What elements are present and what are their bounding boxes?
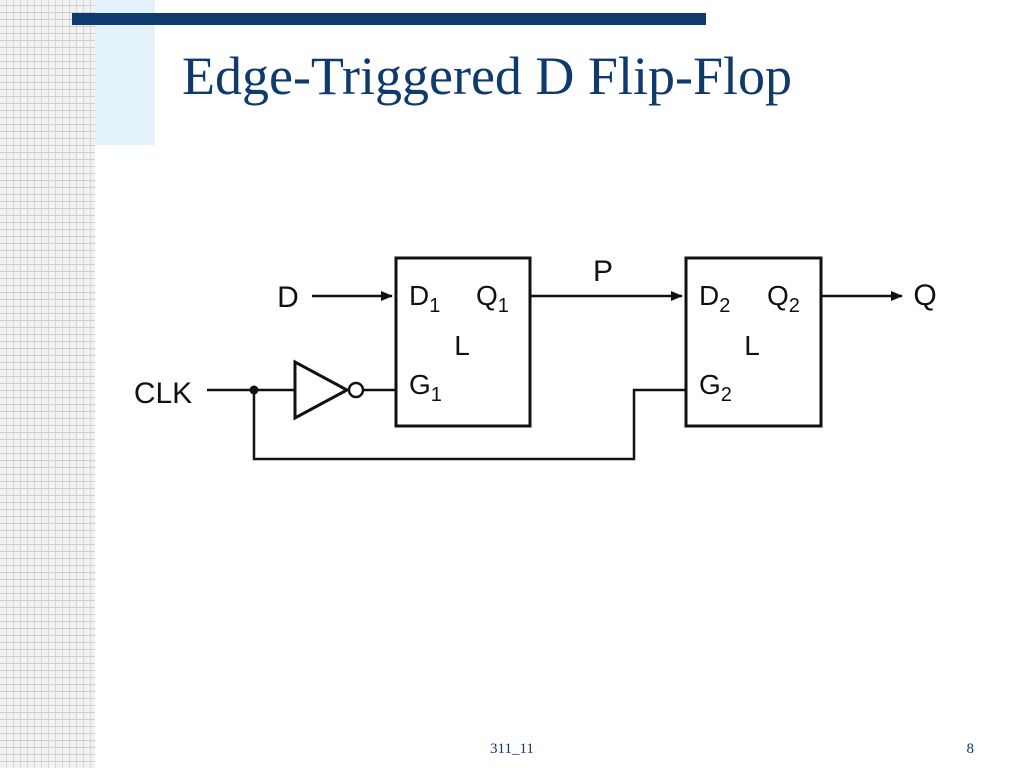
clk-junction-dot xyxy=(249,385,259,395)
p-signal-label: P xyxy=(593,255,613,288)
latch-2-output-pin: Q2 xyxy=(767,280,800,317)
latch-2-label: L xyxy=(744,330,760,361)
footer-course-code: 311_11 xyxy=(490,741,534,757)
latch-1-data-pin: D1 xyxy=(409,280,440,317)
not-gate-icon xyxy=(293,359,351,421)
latch-2-data-pin: D2 xyxy=(699,280,730,317)
latch-1-label: L xyxy=(454,330,470,361)
d-input-label: D xyxy=(277,281,299,314)
clk-feedback-wire xyxy=(252,388,686,461)
q-output-label: Q xyxy=(913,279,936,312)
slide-title: Edge-Triggered D Flip-Flop xyxy=(182,46,792,106)
title-rule xyxy=(72,13,706,25)
latch-2-box xyxy=(684,256,823,428)
latch-1-output-pin: Q1 xyxy=(476,280,509,317)
clk-input-label: CLK xyxy=(134,377,192,410)
inverter-bubble-icon xyxy=(347,381,365,399)
slide-page-number: 8 xyxy=(966,741,975,757)
grid-pattern-band xyxy=(0,0,95,768)
latch-2-gate-pin: G2 xyxy=(699,369,732,406)
latch-1-box xyxy=(394,256,532,428)
latch-1-gate-pin: G1 xyxy=(409,369,442,406)
